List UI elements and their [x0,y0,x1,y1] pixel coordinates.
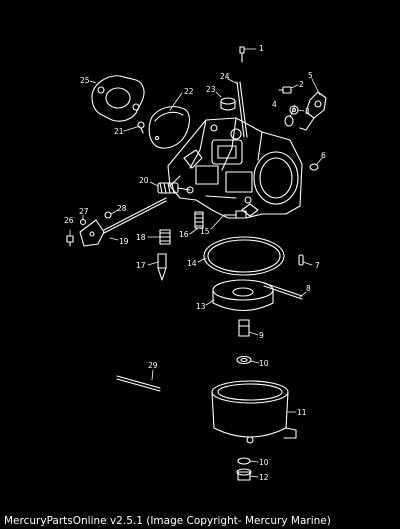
leader-lines [69,48,323,478]
callout-25: 25 [80,76,90,85]
callout-15: 15 [200,227,210,236]
part-24-needle [236,81,248,138]
callout-5: 5 [308,71,313,80]
callout-29: 29 [148,361,158,370]
part-17-needle [157,253,167,281]
callout-27: 27 [79,207,89,216]
part-15-screw [223,210,247,219]
callout-24: 24 [220,72,230,81]
part-12-plug [236,468,252,481]
part-13-float [212,279,274,311]
part-10-washer-upper [236,355,252,365]
part-22-plate [148,106,190,149]
part-26-screw [66,235,74,247]
part-1-pin [239,46,245,63]
callout-18: 18 [136,233,146,242]
part-23-plug [220,97,236,111]
callout-10-lower: 10 [259,458,269,467]
callout-14: 14 [187,259,197,268]
part-4-washer [284,115,294,127]
part-28-cap [104,211,112,219]
part-29-wire [116,375,161,392]
part-10-washer-lower [237,457,251,465]
part-14-gasket [203,236,285,276]
part-5-fitting [299,91,327,131]
part-2-screw [278,86,292,94]
callout-22: 22 [184,87,194,96]
part-8-pin [263,282,303,300]
callout-9: 9 [259,331,264,340]
callout-2: 2 [299,80,304,89]
carburetor-body [167,117,303,219]
callout-12: 12 [259,473,269,482]
part-11-bowl [211,380,297,444]
callout-20: 20 [139,176,149,185]
callout-10-upper: 10 [259,359,269,368]
callout-1: 1 [259,44,264,53]
part-21-screw [137,121,145,134]
part-25-gasket [91,75,145,122]
callout-26: 26 [64,216,74,225]
callout-16: 16 [179,230,189,239]
callout-19: 19 [119,237,129,246]
callout-7: 7 [315,261,320,270]
part-7-pin [298,254,304,266]
callout-11: 11 [297,408,307,417]
callout-28: 28 [117,204,127,213]
callout-3: 3 [305,107,310,116]
callout-6: 6 [321,151,326,160]
callout-17: 17 [136,261,146,270]
callout-labels: 1 2 3 4 5 6 7 8 9 10 11 10 12 13 14 15 1… [64,44,326,482]
copyright-footer: MercuryPartsOnline v2.5.1 (Image Copyrig… [4,515,331,527]
callout-4: 4 [272,100,277,109]
part-19-link [79,197,167,247]
callout-21: 21 [114,127,124,136]
callout-8: 8 [306,284,311,293]
part-18-spring [159,229,171,245]
carburetor-exploded-diagram: 1 2 3 4 5 6 7 8 9 10 11 10 12 13 14 15 1… [64,44,327,482]
part-16-spring [194,211,204,229]
callout-23: 23 [206,85,216,94]
part-20-screw-spring [157,182,191,194]
part-6-screw [309,163,319,171]
callout-13: 13 [196,302,206,311]
part-9-jet [238,319,250,337]
